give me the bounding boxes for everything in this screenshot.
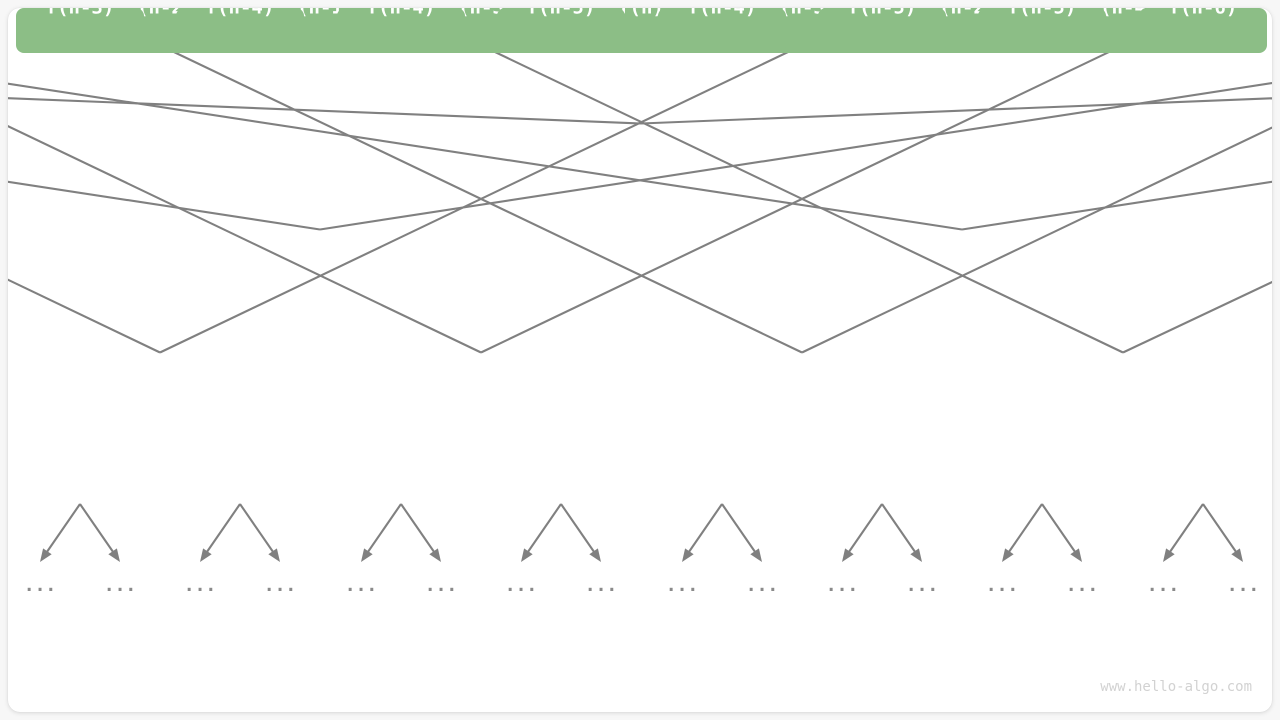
node-label: f(n-4) — [688, 8, 757, 19]
ellipsis-label: ... — [906, 575, 939, 596]
edge-n7-to-ellipsis — [40, 503, 81, 562]
tree-node-n7[interactable]: f(n-3) — [16, 8, 144, 53]
edge-n3-to-n7 — [159, 8, 881, 354]
ellipsis-label: ... — [746, 575, 779, 596]
edges-layer — [8, 8, 1272, 354]
edge-n2-to-n5 — [961, 180, 1272, 231]
edge-n10-to-ellipsis — [560, 503, 601, 562]
node-label: f(n-3) — [46, 8, 115, 19]
node-box — [176, 8, 304, 53]
edge-n14-to-ellipsis — [1202, 503, 1243, 562]
ellipsis-label: ... — [505, 575, 538, 596]
node-label: f(n-2) — [928, 8, 997, 19]
recursion-tree-diagram: f(n) f(n-1) f(n-2) f(n-2) f(n-3) f(n-3) f(n-4)… — [8, 8, 1272, 695]
edge-n1-to-n4 — [8, 180, 321, 231]
node-label: f(n-2) — [126, 8, 195, 19]
edge-n11-to-ellipsis — [682, 503, 723, 562]
watermark: www.hello-algo.com — [1100, 679, 1252, 695]
node-label: f(n-5) — [527, 8, 596, 19]
node-label: f(n-6) — [1169, 8, 1238, 19]
ellipsis-label: ... — [1147, 575, 1180, 596]
node-box — [818, 8, 946, 53]
diagram-card: f(n) f(n-1) f(n-2) f(n-2) f(n-3) f(n-3) f(n-4)… — [8, 8, 1272, 712]
edge-n12-to-ellipsis — [881, 503, 922, 562]
edge-n9-to-ellipsis — [361, 503, 402, 562]
ellipsis-label: ... — [104, 575, 137, 596]
ellipsis-label: ... — [264, 575, 297, 596]
edge-n3-to-n8 — [8, 278, 161, 354]
edge-n4-to-n10 — [8, 125, 482, 354]
edge-n5-to-n11 — [801, 126, 1272, 354]
edge-n0-to-n1 — [640, 97, 1272, 125]
node-box — [1139, 8, 1267, 53]
tree-node-n9[interactable]: f(n-4) — [337, 8, 465, 53]
edge-n12-to-ellipsis — [842, 503, 883, 562]
edge-n8-to-ellipsis — [239, 503, 280, 562]
edge-n7-to-ellipsis — [79, 503, 120, 562]
ellipsis-label: ... — [425, 575, 458, 596]
node-label: f(n-3) — [768, 8, 837, 19]
ellipsis-label: ... — [1227, 575, 1260, 596]
edge-n10-to-ellipsis — [521, 503, 562, 562]
node-label: f(n) — [618, 8, 664, 19]
edge-n11-to-ellipsis — [721, 503, 762, 562]
edge-n14-to-ellipsis — [1163, 503, 1204, 562]
node-label: f(n-4) — [1089, 8, 1158, 19]
node-label: f(n-1) — [286, 8, 355, 19]
ellipsis-label: ... — [826, 575, 859, 596]
edge-n0-to-n2 — [8, 97, 642, 125]
ellipsis-label: ... — [184, 575, 217, 596]
node-label: f(n-5) — [1008, 8, 1077, 19]
ellipsis-label: ... — [24, 575, 57, 596]
ellipsis-label: ... — [1066, 575, 1099, 596]
edge-n8-to-ellipsis — [200, 503, 241, 562]
tree-node-n10[interactable]: f(n-5) — [497, 8, 625, 53]
nodes-layer: f(n) f(n-1) f(n-2) f(n-2) f(n-3) f(n-3) f(n-4)… — [16, 8, 1267, 53]
ellipsis-label: ... — [345, 575, 378, 596]
node-label: f(n-5) — [848, 8, 917, 19]
edge-n6-to-n14 — [402, 8, 1124, 354]
edge-n1-to-n3 — [319, 82, 1272, 231]
edge-n13-to-ellipsis — [1041, 503, 1082, 562]
edge-n5-to-n12 — [81, 8, 803, 354]
node-label: f(n-4) — [367, 8, 436, 19]
edge-n6-to-n13 — [1122, 280, 1272, 354]
edge-n2-to-n6 — [8, 82, 963, 231]
tree-node-n14[interactable]: f(n-6) — [1139, 8, 1267, 53]
node-label: f(n-3) — [447, 8, 516, 19]
node-box — [337, 8, 465, 53]
node-box — [978, 8, 1106, 53]
ellipsis-label: ... — [666, 575, 699, 596]
edge-n9-to-ellipsis — [400, 503, 441, 562]
ellipsis-layer: ........................................… — [24, 503, 1260, 596]
ellipsis-label: ... — [986, 575, 1019, 596]
node-box — [16, 8, 144, 53]
tree-node-n11[interactable]: f(n-4) — [658, 8, 786, 53]
ellipsis-label: ... — [585, 575, 618, 596]
node-label: f(n-4) — [206, 8, 275, 19]
edge-n4-to-n9 — [480, 8, 1202, 354]
tree-node-n13[interactable]: f(n-5) — [978, 8, 1106, 53]
edge-n13-to-ellipsis — [1002, 503, 1043, 562]
node-box — [497, 8, 625, 53]
node-box — [658, 8, 786, 53]
tree-node-n8[interactable]: f(n-4) — [176, 8, 304, 53]
tree-node-n12[interactable]: f(n-5) — [818, 8, 946, 53]
